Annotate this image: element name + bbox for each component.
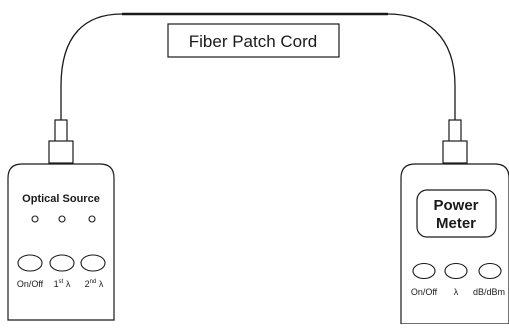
indicator-led-lambda1 — [58, 215, 66, 223]
cord-label-box: Fiber Patch Cord — [167, 23, 340, 58]
optical-source-body — [7, 163, 115, 321]
meter-db-dbm-button[interactable] — [478, 262, 502, 280]
indicator-led-onoff — [31, 215, 39, 223]
meter-on-off-button[interactable] — [412, 262, 436, 280]
meter-lambda-button[interactable] — [444, 262, 468, 280]
source-connector — [48, 119, 74, 164]
meter-db-dbm-label: dB/dBm — [473, 287, 505, 297]
source-on-off-label: On/Off — [17, 279, 44, 289]
power-meter-device: Power Meter On/Off λ dB/dBm — [400, 163, 509, 325]
power-meter-display — [416, 189, 497, 238]
source-lambda1-button[interactable] — [49, 254, 75, 272]
indicator-led-lambda2 — [88, 215, 96, 223]
optical-source-title: Optical Source — [22, 193, 100, 205]
source-lambda2-label: 2nd λ — [85, 279, 104, 289]
source-on-off-button[interactable] — [17, 254, 43, 272]
source-lambda1-label: 1st λ — [54, 279, 71, 289]
power-meter-body — [400, 163, 509, 325]
source-lambda2-button[interactable] — [80, 254, 106, 272]
power-meter-title-line1: Power — [433, 197, 478, 214]
meter-on-off-label: On/Off — [411, 287, 438, 297]
cord-label: Fiber Patch Cord — [189, 32, 318, 51]
power-meter-title-line2: Meter — [436, 215, 476, 232]
optical-source-device: Optical Source On/Off 1st λ 2nd λ — [7, 163, 115, 321]
meter-lambda-label: λ — [454, 287, 459, 297]
meter-connector — [442, 119, 468, 164]
